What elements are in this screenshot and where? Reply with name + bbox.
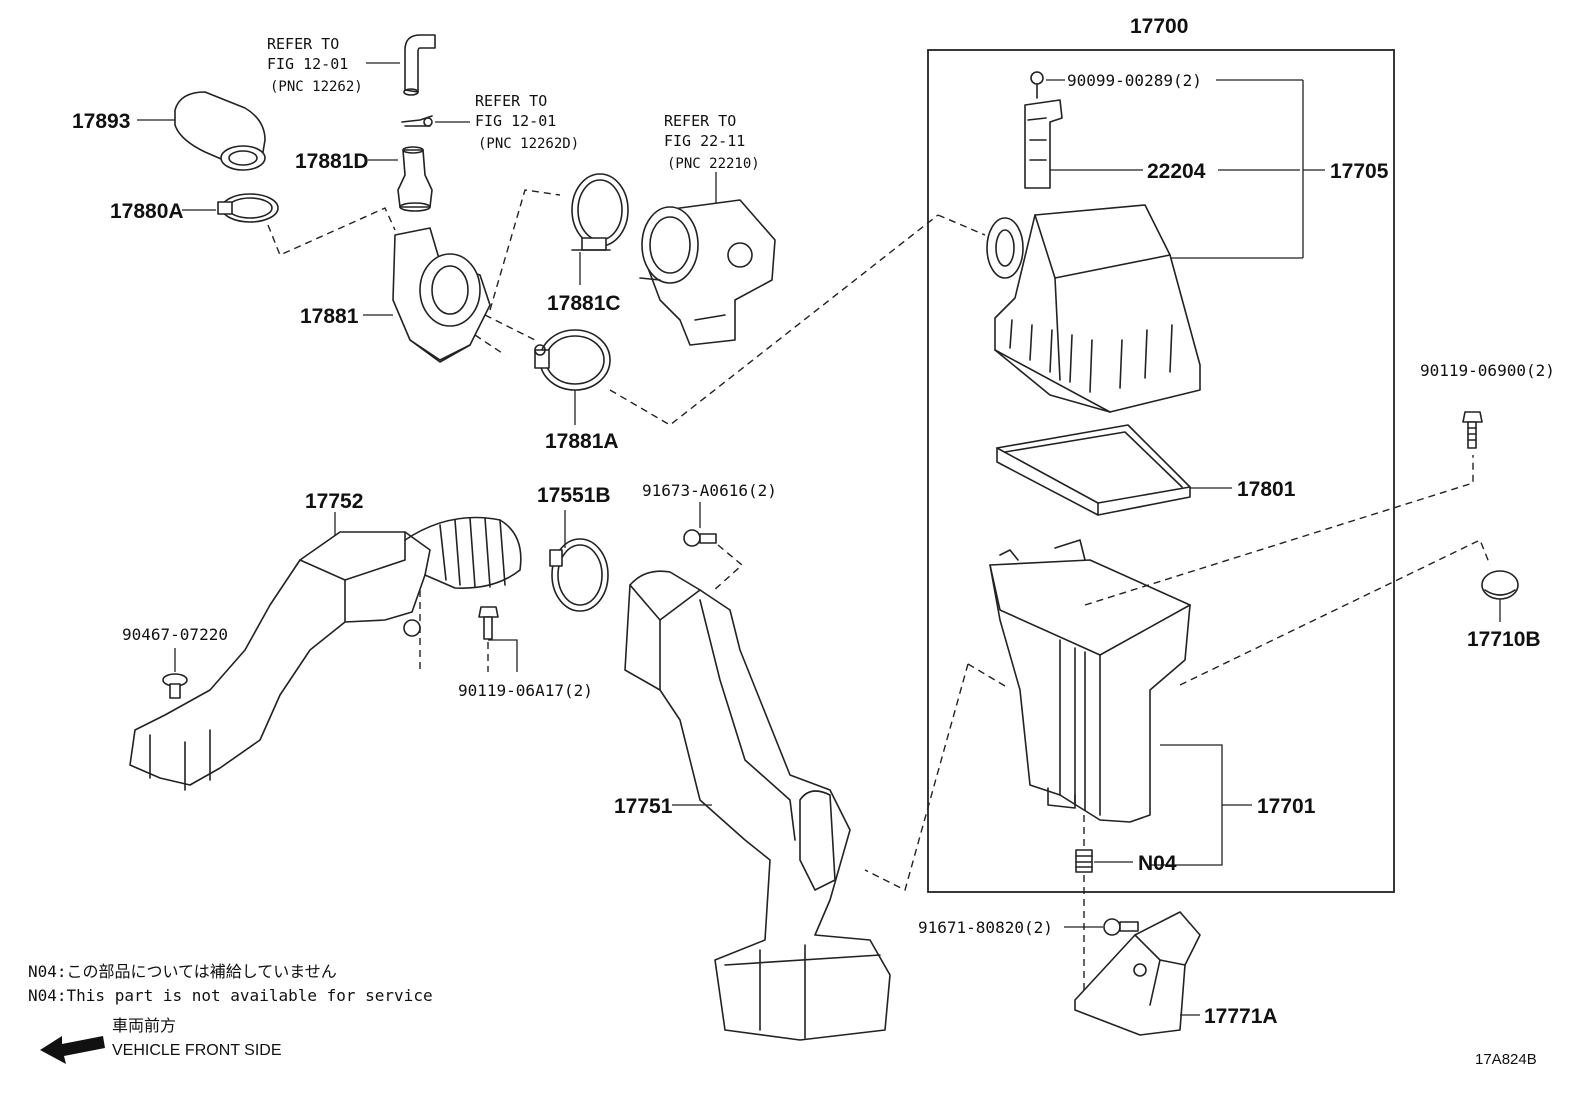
label-17752[interactable]: 17752 xyxy=(305,490,363,513)
label-90119-06A17[interactable]: 90119-06A17(2) xyxy=(458,681,593,700)
label-17701[interactable]: 17701 xyxy=(1257,795,1316,818)
clamp-17551b-icon xyxy=(549,538,609,612)
clamp-17881c-icon xyxy=(571,173,629,251)
label-90119-06900[interactable]: 90119-06900(2) xyxy=(1420,361,1555,380)
clip-ref-12262d-icon xyxy=(401,115,433,127)
label-17881C[interactable]: 17881C xyxy=(547,292,621,315)
air-filter-element-icon xyxy=(996,424,1191,516)
label-91671-80820[interactable]: 91671-80820(2) xyxy=(918,918,1053,937)
ref1-line3: (PNC 12262) xyxy=(270,79,363,95)
ref3-line1: REFER TO xyxy=(664,112,736,130)
bolt-90119-06900-icon xyxy=(1462,411,1483,449)
ref1-line1: REFER TO xyxy=(267,35,339,53)
mass-air-flow-sensor-icon xyxy=(1024,99,1063,189)
note-n04-english: N04:This part is not available for servi… xyxy=(28,986,433,1005)
ref2-line2: FIG 12-01 xyxy=(475,112,556,130)
label-17771A[interactable]: 17771A xyxy=(1204,1005,1278,1028)
label-90467-07220[interactable]: 90467-07220 xyxy=(122,625,228,644)
label-17710B[interactable]: 17710B xyxy=(1467,628,1541,651)
hose-ref-12262-icon xyxy=(403,34,436,96)
note-n04-japanese: N04:この部品については補給していません xyxy=(28,962,337,981)
front-label-english: VEHICLE FRONT SIDE xyxy=(112,1042,282,1059)
bracket-17771a-icon xyxy=(1074,911,1201,1036)
duct-17751-icon xyxy=(624,570,891,1041)
bolt-91671-icon xyxy=(1103,918,1139,936)
label-17881[interactable]: 17881 xyxy=(300,305,359,328)
assembly-17700-frame xyxy=(927,49,1395,893)
clip-17710b-icon xyxy=(1481,570,1519,600)
clamp-17880a-icon xyxy=(217,193,279,223)
vehicle-front-arrow-icon xyxy=(40,1036,105,1064)
label-17751[interactable]: 17751 xyxy=(614,795,673,818)
bolt-91673-icon xyxy=(683,529,717,547)
front-label-japanese: 車両前方 xyxy=(112,1017,176,1035)
throttle-body-icon xyxy=(639,199,776,346)
label-17880A[interactable]: 17880A xyxy=(110,200,184,223)
ref2-line3: (PNC 12262D) xyxy=(478,136,579,152)
bolt-90119-06a17-icon xyxy=(478,606,499,640)
hose-17881d-icon xyxy=(397,146,433,212)
n04-grommet-icon xyxy=(1075,849,1093,873)
label-17700[interactable]: 17700 xyxy=(1130,15,1188,38)
elbow-17881-icon xyxy=(392,227,491,363)
clamp-17881a-icon xyxy=(534,329,611,391)
label-17881A[interactable]: 17881A xyxy=(545,430,619,453)
label-17551B[interactable]: 17551B xyxy=(537,484,611,507)
duct-17893-icon xyxy=(174,91,266,171)
label-91673-A0616[interactable]: 91673-A0616(2) xyxy=(642,481,777,500)
label-17893[interactable]: 17893 xyxy=(72,110,130,133)
ref2-line1: REFER TO xyxy=(475,92,547,110)
air-cleaner-cap-icon xyxy=(986,204,1201,413)
label-17881D[interactable]: 17881D xyxy=(295,150,369,173)
air-cleaner-case-icon xyxy=(989,539,1191,823)
duct-17752-icon xyxy=(129,516,522,791)
label-90099-00289[interactable]: 90099-00289(2) xyxy=(1067,71,1202,90)
label-N04[interactable]: N04 xyxy=(1138,852,1177,875)
label-22204[interactable]: 22204 xyxy=(1147,160,1206,183)
label-17705[interactable]: 17705 xyxy=(1330,160,1389,183)
bolt-90099-icon xyxy=(1030,71,1044,99)
label-17801[interactable]: 17801 xyxy=(1237,478,1296,501)
ref3-line3: (PNC 22210) xyxy=(667,156,760,172)
ref1-line2: FIG 12-01 xyxy=(267,55,348,73)
ref3-line2: FIG 22-11 xyxy=(664,132,745,150)
clip-90467-icon xyxy=(162,673,188,699)
figure-code: 17A824B xyxy=(1475,1051,1537,1068)
